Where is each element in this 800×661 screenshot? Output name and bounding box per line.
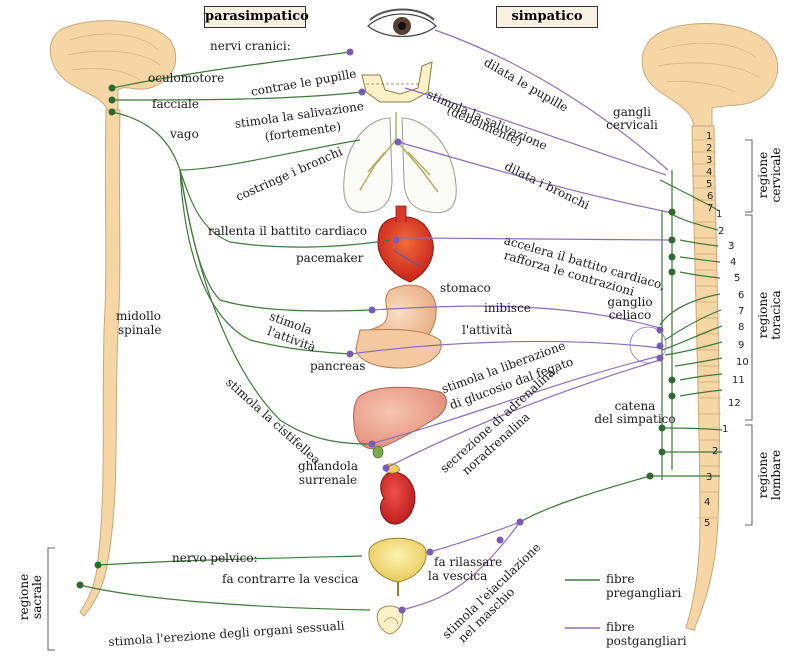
label-celiac-ganglion-1: ganglio [607, 295, 653, 309]
label-chain-1: catena [614, 399, 656, 413]
label-adrenal-1: ghiandola [297, 459, 359, 473]
right-brain-spinal-cord [641, 23, 779, 631]
label-slow-heart: rallenta il battito cardiaco [208, 224, 368, 238]
jaw-illustration [361, 61, 433, 103]
label-region-cervical: regione cervicale [756, 135, 783, 215]
label-region-sacral: regione sacrale [17, 562, 44, 632]
kidney-illustration [380, 463, 416, 525]
label-spinal-cord-2: spinale [118, 323, 162, 337]
legend-pre-line1: fibre [606, 572, 635, 586]
ganglion-dots-green [76, 84, 676, 589]
label-cervical-ganglia-2: cervicali [606, 118, 658, 132]
region-sacral-line2: sacrale [30, 575, 44, 619]
vertebra-c3: 3 [706, 155, 713, 166]
eye-illustration [367, 8, 437, 37]
genitals-illustration [376, 605, 404, 635]
label-cervical-ganglia-1: gangli [613, 105, 651, 119]
label-pelvic-nerve: nervo pelvico: [172, 551, 258, 565]
region-thoracic-line2: toracica [769, 290, 783, 340]
heart-illustration [377, 205, 434, 283]
label-activity-right: l'attività [462, 323, 513, 337]
lungs-illustration [343, 112, 457, 214]
label-cranial-nerves: nervi cranici: [210, 39, 291, 53]
vertebra-t8: 8 [738, 322, 745, 333]
label-relax-bladder-1: fa rilassare [434, 555, 503, 569]
label-region-lumbar: regione lombare [756, 435, 783, 515]
vertebra-c4: 4 [706, 167, 713, 178]
vertebra-l5: 5 [704, 518, 711, 529]
vertebra-t10: 10 [736, 357, 749, 368]
label-inhibit: inibisce [484, 301, 531, 315]
region-lumbar-line2: lombare [769, 449, 783, 501]
stomach-illustration [355, 284, 442, 369]
label-pancreas: pancreas [310, 359, 366, 373]
header-sympathetic: simpatico [496, 6, 598, 28]
liver-illustration [353, 386, 447, 459]
label-spinal-cord-1: midollo [116, 309, 162, 323]
vertebra-t5: 5 [734, 273, 741, 284]
label-pacemaker: pacemaker [296, 251, 364, 265]
postganglionic-fibers [349, 29, 671, 611]
ganglion-dots-purple [346, 48, 664, 614]
label-oculomotor: oculomotore [148, 71, 225, 85]
region-cervical-line2: cervicale [769, 147, 783, 203]
vertebra-c2: 2 [706, 143, 713, 154]
vertebra-l2: 2 [712, 446, 719, 457]
label-facial: facciale [152, 97, 199, 111]
label-region-thoracic: regione toracica [756, 275, 783, 355]
label-relax-bladder-2: la vescica [428, 569, 488, 583]
vertebra-t4: 4 [730, 257, 737, 268]
vertebra-t7: 7 [738, 306, 745, 317]
label-stomach: stomaco [440, 281, 491, 295]
legend-post-line1: fibre [606, 620, 635, 634]
vertebra-l4: 4 [704, 497, 711, 508]
label-contract-bladder: fa contrarre la vescica [222, 572, 359, 586]
vertebra-t9: 9 [738, 340, 745, 351]
vertebra-t11: 11 [732, 375, 745, 386]
header-parasympathetic: parasimpatico [204, 6, 309, 28]
left-brain-spinal-cord [49, 20, 177, 617]
legend-post-line2: postgangliari [606, 634, 687, 648]
vertebra-l1: 1 [722, 424, 729, 435]
vertebra-t2: 2 [718, 226, 725, 237]
bladder-illustration [368, 537, 427, 596]
label-chain-2: del simpatico [594, 412, 676, 426]
label-adrenal-2: surrenale [298, 473, 358, 487]
label-celiac-ganglion-2: celiaco [608, 308, 652, 322]
label-vagus: vago [170, 127, 199, 141]
vertebra-t12: 12 [728, 398, 741, 409]
vertebra-t6: 6 [738, 290, 745, 301]
region-brackets [47, 139, 753, 651]
vertebra-c7: 7 [707, 203, 714, 214]
vertebra-t3: 3 [728, 241, 735, 252]
vertebra-t1: 1 [716, 209, 723, 220]
legend-pre-line2: pregangliari [606, 586, 682, 600]
vertebra-c1: 1 [706, 131, 713, 142]
vertebra-c6: 6 [707, 191, 714, 202]
vertebra-l3: 3 [706, 472, 713, 483]
vertebra-c5: 5 [706, 179, 713, 190]
